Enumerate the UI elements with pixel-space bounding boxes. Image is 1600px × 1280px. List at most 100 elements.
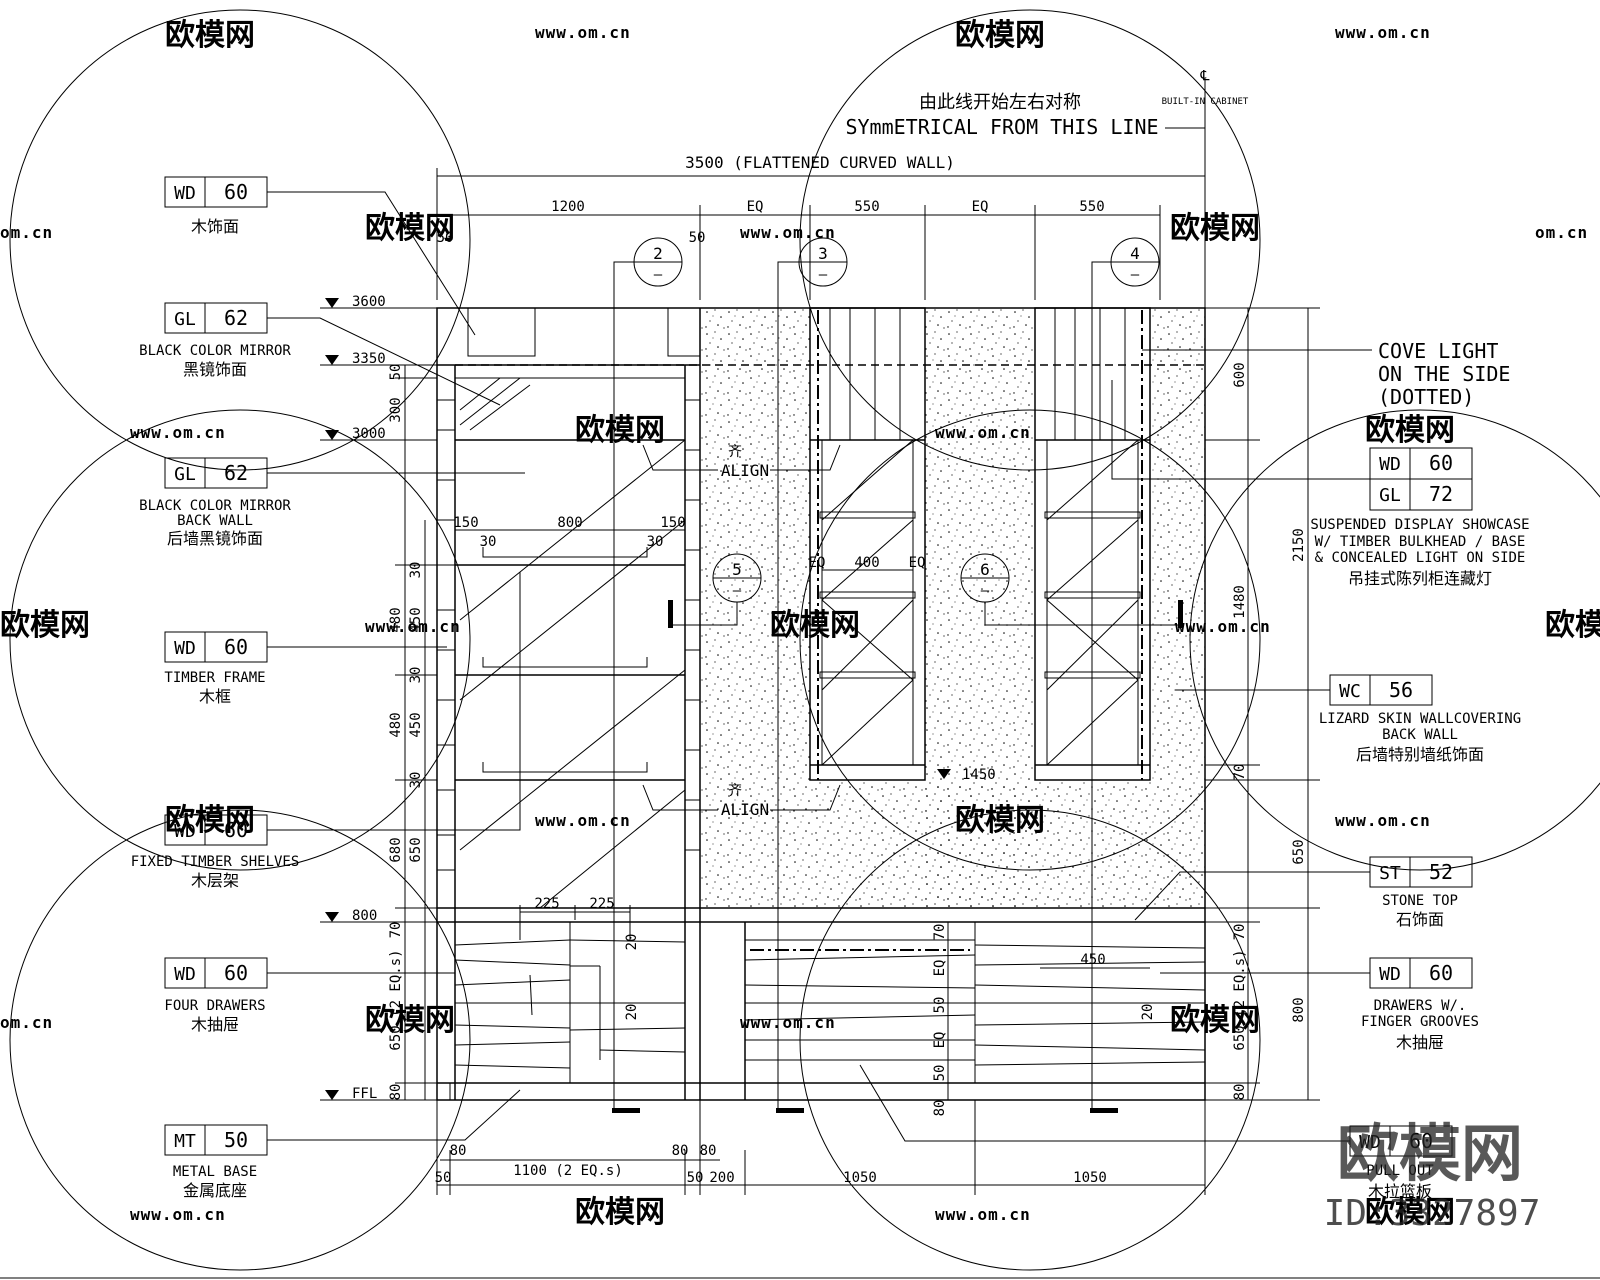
svg-text:50: 50	[932, 997, 948, 1014]
watermark-brand: 欧模网	[1170, 1003, 1260, 1038]
svg-text:650 (2 EQ.s): 650 (2 EQ.s)	[1232, 949, 1248, 1050]
wallcovering-zone	[810, 780, 1150, 908]
svg-text:450: 450	[1080, 952, 1105, 968]
svg-text:BACK WALL: BACK WALL	[177, 513, 253, 529]
svg-text:30: 30	[408, 667, 424, 684]
svg-text:300: 300	[388, 397, 404, 422]
watermark-url: www.om.cn	[535, 23, 631, 42]
svg-text:60: 60	[224, 961, 248, 985]
svg-text:WD: WD	[174, 964, 196, 985]
svg-text:680: 680	[388, 837, 404, 862]
svg-text:60: 60	[224, 818, 248, 842]
section-marker-5: 5 —	[668, 553, 762, 628]
svg-text:吊挂式陈列柜连藏灯: 吊挂式陈列柜连藏灯	[1348, 569, 1492, 588]
svg-text:1100 (2 EQ.s): 1100 (2 EQ.s)	[513, 1163, 623, 1179]
svg-text:200: 200	[709, 1170, 734, 1186]
svg-text:50: 50	[435, 1170, 452, 1186]
dim-top: 550	[1079, 199, 1104, 215]
svg-text:20: 20	[624, 934, 640, 951]
watermark-brand: 欧模网	[165, 18, 255, 53]
svg-text:800: 800	[1291, 997, 1307, 1022]
svg-text:—: —	[981, 583, 990, 599]
inner-dimensions: 150 800 150 30 30 400 EQ EQ 225 225 20 2…	[453, 515, 1156, 1116]
svg-text:ALIGN: ALIGN	[721, 461, 769, 480]
svg-text:DRAWERS W/.: DRAWERS W/.	[1374, 998, 1467, 1014]
overall-dim: 3500 (FLATTENED CURVED WALL)	[685, 153, 955, 172]
svg-text:BLACK COLOR MIRROR: BLACK COLOR MIRROR	[139, 498, 291, 514]
watermark-brand: 欧模网	[955, 18, 1045, 53]
watermark-url: www.om.cn	[130, 1205, 226, 1224]
watermark-url: om.cn	[0, 223, 53, 242]
svg-text:650: 650	[408, 837, 424, 862]
callout-cove-light: COVE LIGHT ON THE SIDE (DOTTED)	[1142, 339, 1510, 409]
dim-top: 1200	[551, 199, 585, 215]
svg-text:—: —	[819, 267, 828, 283]
svg-text:480: 480	[388, 607, 404, 632]
svg-text:—: —	[1131, 267, 1140, 283]
svg-text:5: 5	[732, 560, 742, 579]
watermark-url: www.om.cn	[1335, 811, 1431, 830]
dim-50: 50	[689, 230, 706, 246]
watermark-url: www.om.cn	[1335, 23, 1431, 42]
callout-wallcovering: WC 56 LIZARD SKIN WALLCOVERING BACK WALL…	[1175, 674, 1521, 764]
watermark-url: www.om.cn	[365, 617, 461, 636]
svg-text:2: 2	[653, 244, 663, 263]
symmetric-cn: 由此线开始左右对称	[919, 92, 1081, 113]
watermark-url: www.om.cn	[935, 1205, 1031, 1224]
svg-text:30: 30	[408, 562, 424, 579]
watermark-url: www.om.cn	[535, 811, 631, 830]
svg-text:齐: 齐	[728, 783, 742, 799]
callout-mt50-base: MT 50 METAL BASE 金属底座	[164, 1089, 521, 1200]
svg-text:30: 30	[647, 534, 664, 550]
svg-text:50: 50	[388, 364, 404, 381]
svg-text:TIMBER FRAME: TIMBER FRAME	[164, 670, 265, 686]
svg-text:WD: WD	[174, 638, 196, 659]
svg-text:ID:3327897: ID:3327897	[1324, 1193, 1541, 1234]
wallcovering-zone	[1150, 308, 1205, 908]
dim-top: EQ	[972, 199, 989, 215]
svg-text:6: 6	[980, 560, 990, 579]
svg-text:3: 3	[818, 244, 828, 263]
watermark-brand: 欧模网	[1545, 608, 1600, 643]
align-label-bottom: 齐 ALIGN	[642, 783, 841, 819]
svg-text:450: 450	[408, 607, 424, 632]
callout-stone-top: ST 52 STONE TOP 石饰面	[1134, 856, 1473, 929]
callout-gl62-mirror: GL 62 BLACK COLOR MIRROR 黑镜饰面	[139, 302, 501, 406]
svg-text:WD: WD	[1359, 1132, 1381, 1153]
watermark-url: om.cn	[0, 1013, 53, 1032]
svg-text:WD: WD	[1379, 454, 1401, 475]
svg-text:650: 650	[1291, 839, 1307, 864]
svg-text:MT: MT	[174, 1131, 196, 1152]
svg-text:EQ: EQ	[809, 555, 826, 571]
svg-text:62: 62	[224, 306, 248, 330]
svg-text:1480: 1480	[1232, 585, 1248, 619]
watermark-brand: 欧模网	[1170, 211, 1260, 246]
watermark-brand: 欧模网	[365, 1003, 455, 1038]
watermark-brand: 欧模网	[1365, 413, 1455, 448]
svg-text:70: 70	[388, 922, 404, 939]
svg-text:72: 72	[1429, 482, 1453, 506]
callout-pull-out: WD 60 PULL OUT 木拉篮板	[859, 1064, 1453, 1201]
svg-text:金属底座: 金属底座	[183, 1181, 247, 1200]
centerline-mark: ℄	[1200, 68, 1210, 84]
svg-text:STONE TOP: STONE TOP	[1382, 893, 1458, 909]
svg-text:WD: WD	[174, 183, 196, 204]
svg-text:800: 800	[557, 515, 582, 531]
svg-text:50: 50	[224, 1128, 248, 1152]
svg-text:GL: GL	[174, 464, 196, 485]
svg-text:GL: GL	[174, 309, 196, 330]
callout-gl62-backwall: GL 62 BLACK COLOR MIRROR BACK WALL 后墙黑镜饰…	[139, 457, 525, 548]
cabinet-elevation	[436, 307, 1206, 1101]
svg-text:BLACK COLOR MIRROR: BLACK COLOR MIRROR	[139, 343, 291, 359]
svg-text:WD: WD	[1379, 964, 1401, 985]
svg-text:2150: 2150	[1291, 528, 1307, 562]
section-marker-2: 2 —	[612, 237, 683, 1113]
svg-text:后墙黑镜饰面: 后墙黑镜饰面	[167, 529, 263, 548]
svg-text:METAL BASE: METAL BASE	[173, 1164, 257, 1180]
svg-text:4: 4	[1130, 244, 1140, 263]
svg-text:60: 60	[224, 635, 248, 659]
svg-text:齐: 齐	[728, 444, 742, 460]
callout-wd60-top: WD 60 木饰面	[164, 176, 476, 336]
svg-text:WD: WD	[174, 821, 196, 842]
